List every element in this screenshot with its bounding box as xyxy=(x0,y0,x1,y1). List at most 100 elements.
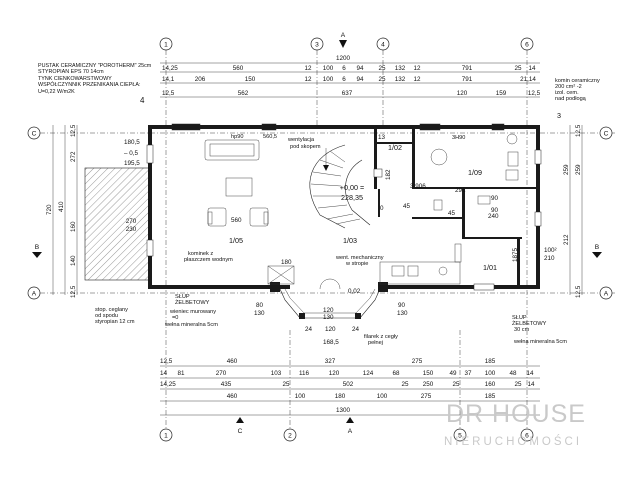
svg-text:12,5: 12,5 xyxy=(575,124,582,137)
svg-text:124: 124 xyxy=(363,370,374,377)
svg-text:12: 12 xyxy=(413,76,421,83)
svg-text:– 0,5: – 0,5 xyxy=(124,150,139,157)
svg-text:410: 410 xyxy=(58,201,65,212)
room-label: 1/01 xyxy=(483,263,497,272)
svg-text:791: 791 xyxy=(462,65,473,72)
svg-text:25: 25 xyxy=(378,65,386,72)
svg-text:90: 90 xyxy=(491,207,499,214)
svg-text:0,02: 0,02 xyxy=(348,288,361,295)
axis-label: 6 xyxy=(525,42,529,49)
svg-text:182: 182 xyxy=(385,169,392,180)
svg-text:kominek z: kominek z xyxy=(188,251,213,257)
svg-text:185: 185 xyxy=(485,393,496,400)
svg-text:94: 94 xyxy=(356,76,364,83)
svg-text:=0: =0 xyxy=(172,315,178,321)
svg-text:150: 150 xyxy=(423,370,434,377)
axis-label: 1 xyxy=(164,42,168,49)
svg-text:160: 160 xyxy=(485,381,496,388)
watermark-bottom: NIERUCHOMOŚCI xyxy=(444,436,583,448)
svg-text:ŻELBETOWY: ŻELBETOWY xyxy=(512,320,547,327)
legend-line: PUSTAK CERAMICZNY "POROTHERM" 25cm xyxy=(38,63,152,69)
svg-text:3: 3 xyxy=(557,111,561,120)
living-room-furniture xyxy=(204,139,269,227)
svg-text:132: 132 xyxy=(395,65,406,72)
top-axis-bubbles: 1 3 4 6 A xyxy=(159,32,534,51)
svg-text:100: 100 xyxy=(323,76,334,83)
svg-text:460: 460 xyxy=(227,393,238,400)
svg-text:C: C xyxy=(238,428,243,435)
svg-text:230: 230 xyxy=(126,226,137,233)
svg-text:45: 45 xyxy=(448,210,456,217)
svg-text:120: 120 xyxy=(325,326,336,333)
svg-text:SŁUP: SŁUP xyxy=(512,315,527,321)
svg-text:140: 140 xyxy=(70,255,77,266)
dim-total-bottom: 1300 xyxy=(336,407,351,414)
svg-text:14,1: 14,1 xyxy=(162,76,175,83)
svg-text:120: 120 xyxy=(457,90,468,97)
svg-text:48: 48 xyxy=(509,370,517,377)
svg-text:502: 502 xyxy=(343,381,354,388)
svg-text:435: 435 xyxy=(221,381,232,388)
svg-text:90: 90 xyxy=(491,195,499,202)
svg-text:21,14: 21,14 xyxy=(520,76,536,83)
svg-text:2: 2 xyxy=(288,433,292,440)
svg-text:132: 132 xyxy=(395,76,406,83)
svg-text:nad podłogą: nad podłogą xyxy=(555,96,587,102)
svg-text:od spodu: od spodu xyxy=(95,313,118,319)
svg-text:6: 6 xyxy=(525,433,529,440)
legend-line: WSPÓŁCZYNNIK PRZENIKANIA CIEPŁA: xyxy=(38,82,141,89)
svg-text:200 cm² -2: 200 cm² -2 xyxy=(555,84,582,90)
bottom-axis-bubbles: 1 2 5 6 C A xyxy=(159,417,534,442)
kitchen-counter xyxy=(379,243,462,285)
svg-text:14,25: 14,25 xyxy=(160,381,176,388)
svg-text:562: 562 xyxy=(238,90,249,97)
svg-text:12: 12 xyxy=(413,65,421,72)
svg-text:komin ceramiczny: komin ceramiczny xyxy=(555,78,600,84)
svg-text:C: C xyxy=(32,131,37,138)
svg-text:25: 25 xyxy=(514,381,522,388)
bottom-dimensions: 12,5 460 327 275 185 14 81 270 103 116 1… xyxy=(160,358,540,416)
svg-text:160: 160 xyxy=(70,221,77,232)
svg-text:14,25: 14,25 xyxy=(162,65,178,72)
staircase xyxy=(309,144,371,229)
svg-text:25: 25 xyxy=(401,381,409,388)
svg-text:37: 37 xyxy=(464,370,472,377)
svg-text:560: 560 xyxy=(233,65,244,72)
svg-text:12,5: 12,5 xyxy=(575,285,582,298)
svg-text:wentylacja: wentylacja xyxy=(287,137,315,143)
svg-text:6: 6 xyxy=(342,76,346,83)
svg-text:100: 100 xyxy=(377,393,388,400)
room-label: 1/03 xyxy=(343,236,357,245)
legend-marker: 4 xyxy=(140,96,145,105)
svg-text:45: 45 xyxy=(403,203,411,210)
svg-text:A: A xyxy=(348,428,353,435)
bathroom-fixtures xyxy=(430,133,519,211)
svg-text:150: 150 xyxy=(245,76,256,83)
svg-text:A: A xyxy=(32,291,37,298)
svg-text:90: 90 xyxy=(398,302,406,309)
svg-text:560: 560 xyxy=(231,217,242,224)
annotations: hp90 560,5 wentylacja pod skopem 560 kom… xyxy=(95,78,600,346)
axis-label: 3 xyxy=(315,42,319,49)
svg-text:12,5: 12,5 xyxy=(160,358,173,365)
bay-window xyxy=(270,278,388,319)
svg-text:100: 100 xyxy=(485,370,496,377)
svg-text:206: 206 xyxy=(195,76,206,83)
svg-text:12: 12 xyxy=(304,65,312,72)
legend-line: U=0,22 W/m2K xyxy=(38,88,75,95)
svg-text:12,5: 12,5 xyxy=(162,90,175,97)
svg-text:275: 275 xyxy=(412,358,423,365)
svg-text:went. mechaniczny: went. mechaniczny xyxy=(335,255,384,261)
svg-text:w stropie: w stropie xyxy=(345,261,368,267)
svg-text:100²: 100² xyxy=(544,247,557,254)
axis-lines xyxy=(40,50,615,440)
svg-text:14: 14 xyxy=(526,370,534,377)
svg-text:272: 272 xyxy=(70,151,77,162)
svg-text:25: 25 xyxy=(514,65,522,72)
svg-text:25: 25 xyxy=(282,381,290,388)
svg-text:14: 14 xyxy=(160,370,168,377)
outer-walls xyxy=(146,123,542,291)
svg-text:płaszczem wodnym: płaszczem wodnym xyxy=(184,257,233,263)
svg-text:195,5: 195,5 xyxy=(124,160,140,167)
wall-legend: PUSTAK CERAMICZNY "POROTHERM" 25cm STYRO… xyxy=(38,63,152,95)
